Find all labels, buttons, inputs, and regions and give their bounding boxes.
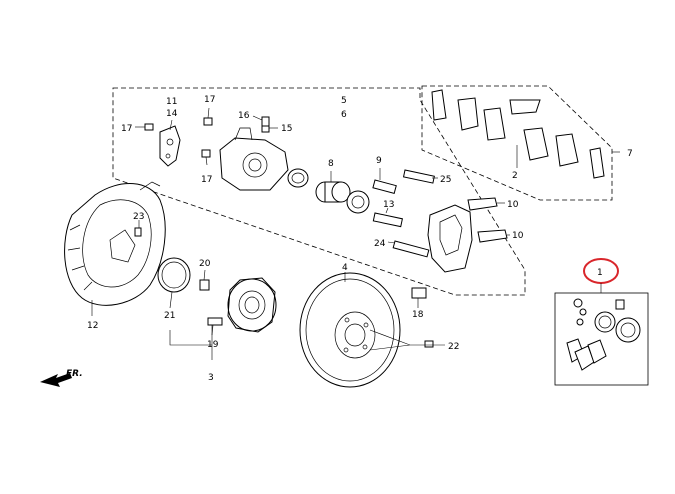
callout-9: 9 xyxy=(376,156,382,166)
piston-boot xyxy=(346,190,370,214)
seal-kit-parts xyxy=(566,298,641,371)
hub-bearing xyxy=(227,277,277,333)
callout-16: 16 xyxy=(238,111,250,121)
callout-3: 3 xyxy=(208,373,214,383)
callout-23: 23 xyxy=(133,212,144,222)
piston-seal xyxy=(287,168,309,188)
callout-5: 5 xyxy=(341,96,347,106)
bolt-17a xyxy=(135,123,154,131)
callout-1: 1 xyxy=(597,268,603,278)
pad-clip-upper xyxy=(467,197,498,211)
callout-22: 22 xyxy=(448,342,459,352)
callout-10-lower: 10 xyxy=(512,231,524,241)
guide-pin-24 xyxy=(392,240,430,258)
pad-clip-lower xyxy=(477,229,508,243)
o-ring xyxy=(157,257,191,293)
callout-13: 13 xyxy=(383,200,394,210)
callout-24: 24 xyxy=(374,239,386,249)
guide-pin-9 xyxy=(372,179,397,195)
callout-8: 8 xyxy=(328,159,334,169)
callout-11: 11 xyxy=(166,97,177,107)
callout-21: 21 xyxy=(164,311,175,321)
brake-disc xyxy=(299,272,401,388)
callout-4: 4 xyxy=(342,263,348,273)
pad-kit-frame xyxy=(421,85,613,201)
backing-plate xyxy=(64,181,166,306)
callout-20: 20 xyxy=(199,259,211,269)
callout-17-b: 17 xyxy=(204,95,215,105)
guide-pin-25 xyxy=(402,169,435,184)
callout-2: 2 xyxy=(512,171,518,181)
callout-17-c: 17 xyxy=(201,175,212,185)
bolt-17b xyxy=(203,107,213,126)
bolt-20 xyxy=(199,279,210,291)
direction-label: FR. xyxy=(66,369,83,379)
seal-kit-frame xyxy=(554,292,649,386)
callout-6: 6 xyxy=(341,110,347,120)
caliper-group-frame xyxy=(112,87,526,296)
callout-15: 15 xyxy=(281,124,292,134)
front-direction-arrow xyxy=(40,373,72,387)
callout-18: 18 xyxy=(412,310,424,320)
guide-pin-13 xyxy=(372,212,403,228)
callout-14: 14 xyxy=(166,109,178,119)
callout-12: 12 xyxy=(87,321,98,331)
callout-7: 7 xyxy=(627,149,633,159)
bleeder-screw xyxy=(261,116,270,133)
piston xyxy=(315,181,351,203)
screw-22 xyxy=(424,340,434,348)
caliper-bracket xyxy=(427,204,473,273)
callout-10-upper: 10 xyxy=(507,200,519,210)
bracket xyxy=(159,125,181,167)
bolt-23 xyxy=(134,227,142,237)
callout-19: 19 xyxy=(207,340,219,350)
brake-pads xyxy=(431,89,605,179)
callout-17-a: 17 xyxy=(121,124,132,134)
bolt-19 xyxy=(207,317,223,326)
bolt-17c xyxy=(201,149,211,166)
bolt-18 xyxy=(411,287,427,299)
callout-25: 25 xyxy=(440,175,451,185)
caliper-body xyxy=(219,127,289,191)
